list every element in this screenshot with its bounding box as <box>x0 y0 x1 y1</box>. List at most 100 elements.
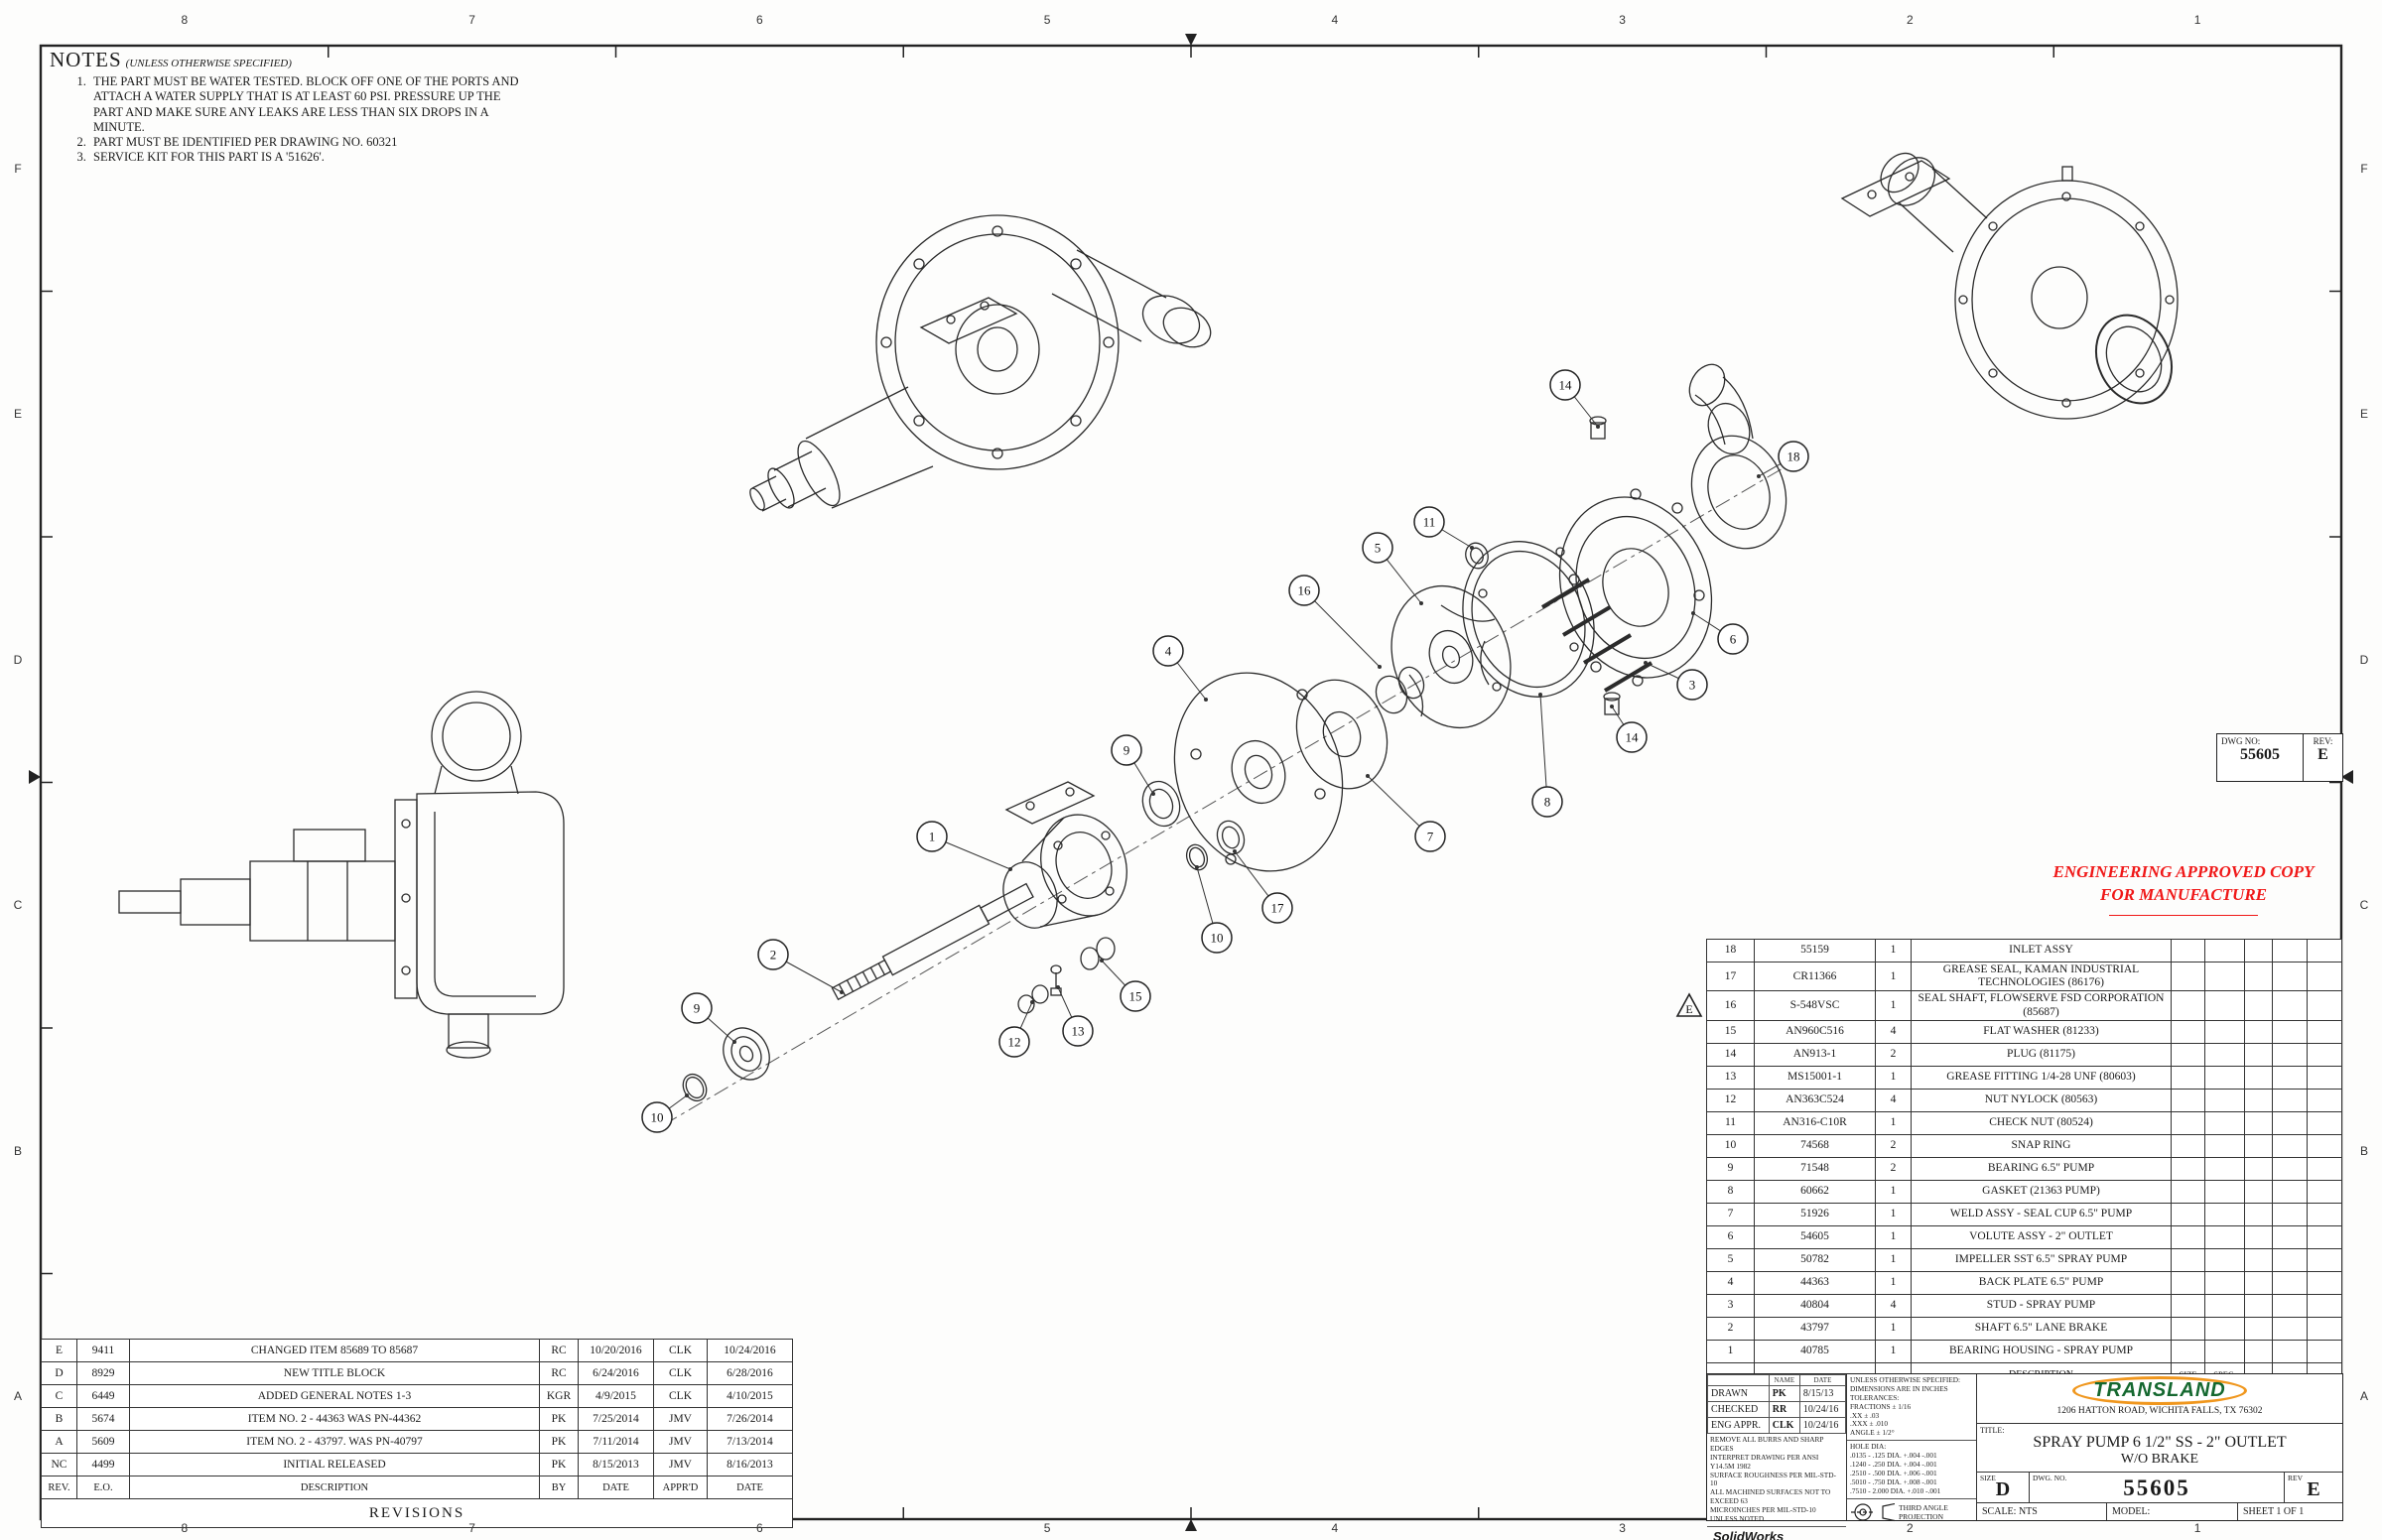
zone-label: E <box>2359 407 2369 422</box>
zone-label: C <box>2359 898 2369 913</box>
svg-text:7: 7 <box>1427 830 1434 844</box>
title-line-2: W/O BRAKE <box>2120 1452 2199 1468</box>
balloon-8 <box>1531 786 1563 818</box>
balloon-9 <box>681 992 713 1024</box>
list-item: .XX ± .03 <box>1850 1410 1880 1420</box>
list-item: .XXX ± .010 <box>1850 1419 1889 1429</box>
dwg-number-box: DWG NO: 55605 REV: E <box>2216 733 2343 782</box>
balloon-5 <box>1362 532 1393 564</box>
balloon-7 <box>1414 821 1446 852</box>
assembled-view-side <box>118 691 565 1059</box>
hole-diameter-table: HOLE DIA:.0135 - .125 DIA. +.004 -.001.1… <box>1847 1441 1976 1499</box>
drawn-date: 8/15/13 <box>1798 1385 1847 1402</box>
dwg-no-value: 55605 <box>2240 746 2280 763</box>
title-block-tolerances: UNLESS OTHERWISE SPECIFIED:DIMENSIONS AR… <box>1847 1374 1977 1521</box>
zone-label: 1 <box>2193 1521 2201 1535</box>
zone-label: 3 <box>1619 13 1626 27</box>
list-item: MICROINCHES PER MIL-STD-10 UNLESS NOTED <box>1710 1505 1816 1524</box>
revision-flag: E <box>1675 992 1703 1017</box>
list-item: TOLERANCES: <box>1850 1392 1900 1402</box>
balloon-1 <box>916 821 948 852</box>
balloon-6 <box>1717 623 1749 655</box>
checked-name: RR <box>1768 1401 1800 1418</box>
model-value: MODEL: <box>2107 1503 2238 1521</box>
dwg-no-label: DWG NO: <box>2221 736 2261 746</box>
projection-label: THIRD ANGLE PROJECTION <box>1899 1502 1948 1521</box>
approvals-name-header: NAME <box>1768 1374 1800 1386</box>
list-item: .5010 - .750 DIA. +.008 -.001 <box>1850 1476 1937 1486</box>
size-label: SIZE <box>1980 1473 1996 1482</box>
transland-logo: TRANSLAND <box>2072 1376 2247 1405</box>
svg-text:13: 13 <box>1072 1024 1085 1039</box>
scale-value: SCALE: NTS <box>1977 1503 2107 1521</box>
zone-label: 3 <box>1619 1521 1626 1535</box>
balloon-11 <box>1413 506 1445 538</box>
balloon-4 <box>1152 635 1184 667</box>
tolerance-notes: UNLESS OTHERWISE SPECIFIED:DIMENSIONS AR… <box>1847 1374 1976 1442</box>
svg-text:9: 9 <box>694 1001 701 1016</box>
eng-appr-date: 10/24/16 <box>1798 1417 1847 1434</box>
balloon-14 <box>1616 721 1648 753</box>
revisions-title: REVISIONS <box>41 1498 793 1528</box>
svg-text:8: 8 <box>1544 795 1551 810</box>
zone-label: C <box>13 898 23 913</box>
list-item: .7510 - 2.000 DIA. +.010 -.001 <box>1850 1485 1941 1495</box>
list-item: REMOVE ALL BURRS AND SHARP EDGES <box>1710 1435 1824 1453</box>
sheet-value: SHEET 1 OF 1 <box>2243 1506 2305 1518</box>
zone-label: 6 <box>756 13 763 27</box>
list-item: .1240 - .250 DIA. +.004 -.001 <box>1850 1460 1937 1470</box>
drawn-label: DRAWN <box>1707 1385 1770 1402</box>
svg-text:17: 17 <box>1271 901 1285 916</box>
third-angle-projection-icon <box>1851 1502 1895 1521</box>
balloon-18 <box>1778 441 1809 472</box>
rev-cell: REV E <box>2285 1473 2342 1503</box>
title-block-main: TRANSLAND 1206 HATTON ROAD, WICHITA FALL… <box>1977 1374 2342 1521</box>
checked-label: CHECKED <box>1707 1401 1770 1418</box>
assembled-view-front-iso <box>749 214 1212 512</box>
rev-cell-value: E <box>2307 1477 2320 1500</box>
notes-list: THE PART MUST BE WATER TESTED. BLOCK OFF… <box>50 74 526 166</box>
svg-text:11: 11 <box>1423 515 1436 530</box>
title-block-approvals: NAME DATE DRAWN PK 8/15/13 CHECKED RR 10… <box>1707 1374 1847 1540</box>
notes-subtitle: (UNLESS OTHERWISE SPECIFIED) <box>125 58 292 69</box>
zone-label: 5 <box>1043 1521 1051 1535</box>
rev-label: REV: <box>2313 736 2333 746</box>
stamp-line-1: ENGINEERING APPROVED COPY <box>2052 862 2315 881</box>
title-block: NAME DATE DRAWN PK 8/15/13 CHECKED RR 10… <box>1706 1373 2343 1540</box>
list-item: ALL MACHINED SURFACES NOT TO EXCEED 63 <box>1710 1487 1831 1506</box>
list-item: .2510 - .500 DIA. +.006 -.001 <box>1850 1468 1937 1477</box>
rev-value: E <box>2317 746 2328 763</box>
zone-label: B <box>2359 1143 2369 1158</box>
title-label: TITLE: <box>1980 1426 2005 1436</box>
svg-text:1: 1 <box>929 830 936 844</box>
svg-text:14: 14 <box>1626 730 1640 745</box>
list-item: FRACTIONS ± 1/16 <box>1850 1401 1912 1411</box>
zone-label: D <box>2359 652 2369 667</box>
svg-text:2: 2 <box>770 948 777 962</box>
list-item: ANGLE ± 1/2° <box>1850 1428 1895 1438</box>
svg-text:6: 6 <box>1730 632 1737 647</box>
balloon-13 <box>1062 1015 1094 1047</box>
list-item: .0135 - .125 DIA. +.004 -.001 <box>1850 1451 1937 1461</box>
size-cell: SIZE D <box>1977 1472 2030 1503</box>
svg-text:14: 14 <box>1559 378 1573 393</box>
svg-text:10: 10 <box>1211 931 1224 946</box>
balloon-10 <box>1201 922 1233 954</box>
drawn-name: PK <box>1768 1385 1800 1402</box>
assembled-view-rear-iso <box>1840 152 2179 420</box>
zone-label: A <box>13 1389 23 1404</box>
zone-label: 7 <box>468 13 475 27</box>
eng-appr-name: CLK <box>1768 1417 1800 1434</box>
eng-appr-label: ENG APPR. <box>1707 1417 1770 1434</box>
